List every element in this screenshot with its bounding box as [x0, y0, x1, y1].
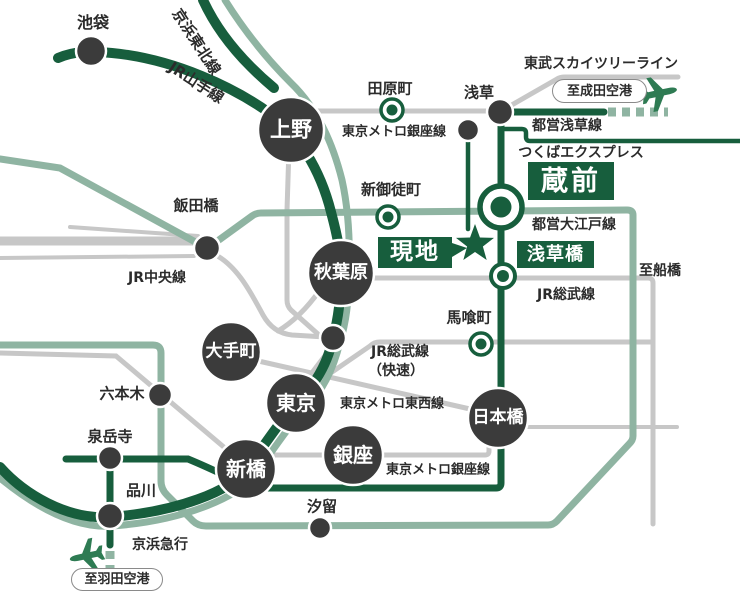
station-kuramae-dot [490, 196, 512, 218]
badge-現地: 現地 [378, 237, 452, 268]
station-label-秋葉原: 秋葉原 [314, 262, 368, 283]
line-label-8: 東京メトロ銀座線 [341, 124, 447, 140]
line-label-24: 京浜急行 [132, 537, 188, 553]
airplane-icon-narita [639, 77, 677, 113]
line-oedo [0, 155, 637, 530]
badge-蔵前: 蔵前 [528, 162, 614, 200]
site-pointer [452, 243, 467, 257]
station-shiodome-circle [307, 515, 333, 541]
station-ueno-circle [256, 95, 326, 165]
line-tobu-skytree [500, 74, 681, 113]
line-sobu-west-stub [275, 287, 323, 334]
badge-浅草橋: 浅草橋 [517, 241, 594, 268]
station-tokyo-circle [264, 371, 328, 435]
station-shimbashi-circle [214, 437, 278, 501]
line-label-16: JR総武線 [371, 344, 429, 360]
line-tsukuba-express [500, 126, 740, 144]
line-label-9: 新御徒町 [360, 180, 422, 199]
line-label-11: JR中央線 [128, 270, 186, 286]
station-asakusabashi-dot [497, 270, 509, 282]
line-label-10: 飯田橋 [173, 196, 219, 215]
destination-至成田空港: 至成田空港 [552, 79, 647, 103]
line-label-22: 品川 [125, 481, 157, 500]
station-label-銀座: 銀座 [333, 443, 373, 467]
station-bakurocho-dot [475, 338, 487, 350]
line-chuo-to-kanda [211, 251, 328, 340]
station-ginza-circle [321, 423, 385, 487]
line-label-5: 東武スカイツリーライン [524, 56, 678, 72]
station-asakusa-circle [485, 97, 515, 127]
line-label-15: 馬喰町 [446, 308, 492, 327]
line-label-6: 都営浅草線 [532, 118, 602, 134]
line-ginza-ueno [284, 145, 331, 346]
line-label-12: 都営大江戸線 [532, 217, 616, 233]
station-label-東京: 東京 [276, 391, 316, 415]
station-label-日本橋: 日本橋 [472, 407, 524, 428]
line-label-4: 浅草 [463, 83, 495, 102]
line-label-20: 泉岳寺 [87, 427, 133, 446]
station-kanda-circle [318, 323, 348, 353]
station-akihabara-circle [306, 238, 376, 308]
station-iidabashi-circle [192, 233, 222, 263]
line-tozai-west [251, 357, 473, 412]
station-otemachi-circle [199, 320, 263, 384]
line-label-0: 池袋 [76, 13, 110, 32]
station-tawaramachi-dot [386, 104, 398, 116]
line-label-14: JR総武線 [537, 287, 595, 303]
line-hibiya [0, 350, 241, 462]
line-yamanote [0, 46, 347, 523]
station-label-大手町: 大手町 [205, 341, 257, 362]
station-nihombashi-circle [466, 386, 530, 450]
station-roppongi-circle [146, 381, 174, 409]
line-sobu-rapid [300, 339, 654, 395]
destination-至羽田空港: 至羽田空港 [71, 568, 163, 591]
line-label-17: （快速） [368, 363, 424, 379]
line-chuo-thin-lower [0, 254, 196, 260]
line-label-18: 東京メトロ東西線 [339, 396, 445, 412]
station-shinokachimachi-dot [382, 211, 394, 223]
line-label-19: 六本木 [99, 384, 145, 403]
line-sobu-local [339, 275, 656, 527]
line-ginza-south [245, 425, 492, 458]
airplane-icon-haneda [69, 537, 106, 571]
line-label-7: つくばエクスプレス [518, 145, 644, 161]
line-yamanote-northeast [198, 0, 279, 93]
station-sengakuji-circle [96, 444, 124, 472]
station-ikebukuro-circle [74, 34, 108, 68]
station-label-上野: 上野 [270, 117, 312, 142]
line-label-3: 田原町 [367, 79, 413, 98]
line-label-21: 東京メトロ銀座線 [385, 462, 491, 478]
station-label-新橋: 新橋 [226, 457, 266, 481]
station-asakusa-tx-circle [455, 117, 481, 143]
star-icon [456, 224, 494, 261]
line-label-13: 至船橋 [639, 263, 681, 279]
line-label-23: 汐留 [306, 497, 338, 516]
station-shinagawa-circle [95, 501, 125, 531]
